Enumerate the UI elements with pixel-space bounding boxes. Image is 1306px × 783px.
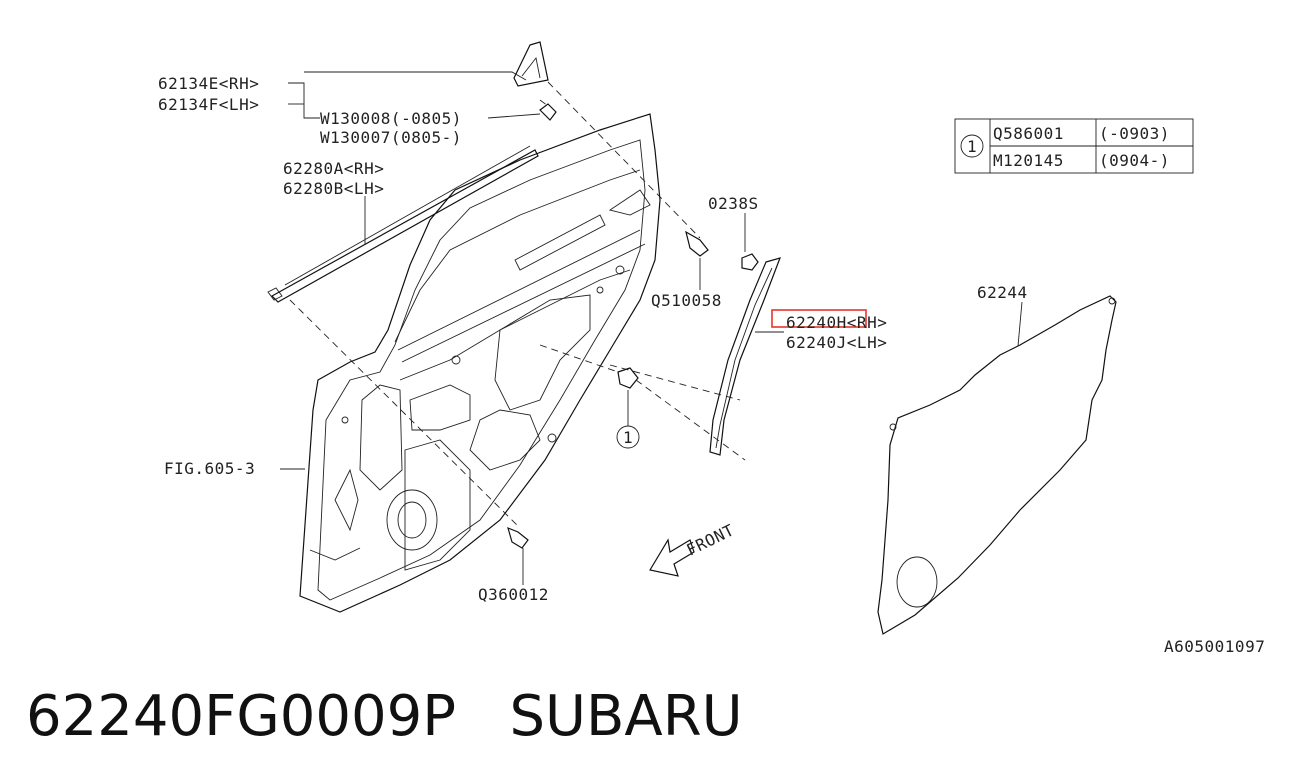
callout-screw: Q360012 (478, 585, 549, 604)
screw-part (507, 526, 529, 549)
highlight-box (771, 309, 867, 328)
corner-garnish-part (513, 41, 549, 87)
callout-weatherstrip-lh: 62280B<LH> (283, 179, 384, 198)
circle-marker-label: 1 (623, 428, 633, 447)
front-arrow-label: FRONT (683, 520, 737, 559)
circle-marker (616, 425, 640, 449)
table-row-1-range: (-0903) (1099, 124, 1170, 143)
callout-fig-ref: FIG.605-3 (164, 459, 255, 478)
caption-brand: SUBARU (509, 684, 743, 749)
part-caption: 62240FG0009P SUBARU (26, 684, 743, 749)
callout-sash-rh: 62240H<RH> (786, 313, 887, 332)
sash-part (709, 257, 781, 456)
weatherstrip-part (267, 145, 539, 303)
screw-ref-part (617, 367, 639, 389)
caption-part-number: 62240FG0009P (26, 684, 457, 749)
callout-weatherstrip-rh: 62280A<RH> (283, 159, 384, 178)
callout-bolt: Q510058 (651, 291, 722, 310)
sealing-cover-part (877, 295, 1117, 635)
table-row-2-range: (0904-) (1099, 151, 1170, 170)
callout-garnish-lh: 62134F<LH> (158, 95, 259, 114)
callout-clip-b: W130007(0805-) (320, 128, 462, 147)
callout-nut: 0238S (708, 194, 759, 213)
leader-lines (280, 71, 1023, 585)
callout-clip-a: W130008(-0805) (320, 109, 462, 128)
reference-table (954, 118, 1194, 174)
table-marker: 1 (967, 137, 977, 156)
table-row-1-part: Q586001 (993, 124, 1064, 143)
door-panel (299, 113, 661, 613)
clip-part (539, 103, 557, 121)
callout-sash-lh: 62240J<LH> (786, 333, 887, 352)
nut-part (741, 253, 759, 271)
front-arrow-icon (649, 538, 695, 577)
table-row-2-part: M120145 (993, 151, 1064, 170)
assembly-lines (289, 81, 746, 529)
drawing-id: A605001097 (1164, 637, 1265, 656)
bolt-part (685, 230, 709, 257)
callout-sealing-cover: 62244 (977, 283, 1028, 302)
callout-garnish-rh: 62134E<RH> (158, 74, 259, 93)
